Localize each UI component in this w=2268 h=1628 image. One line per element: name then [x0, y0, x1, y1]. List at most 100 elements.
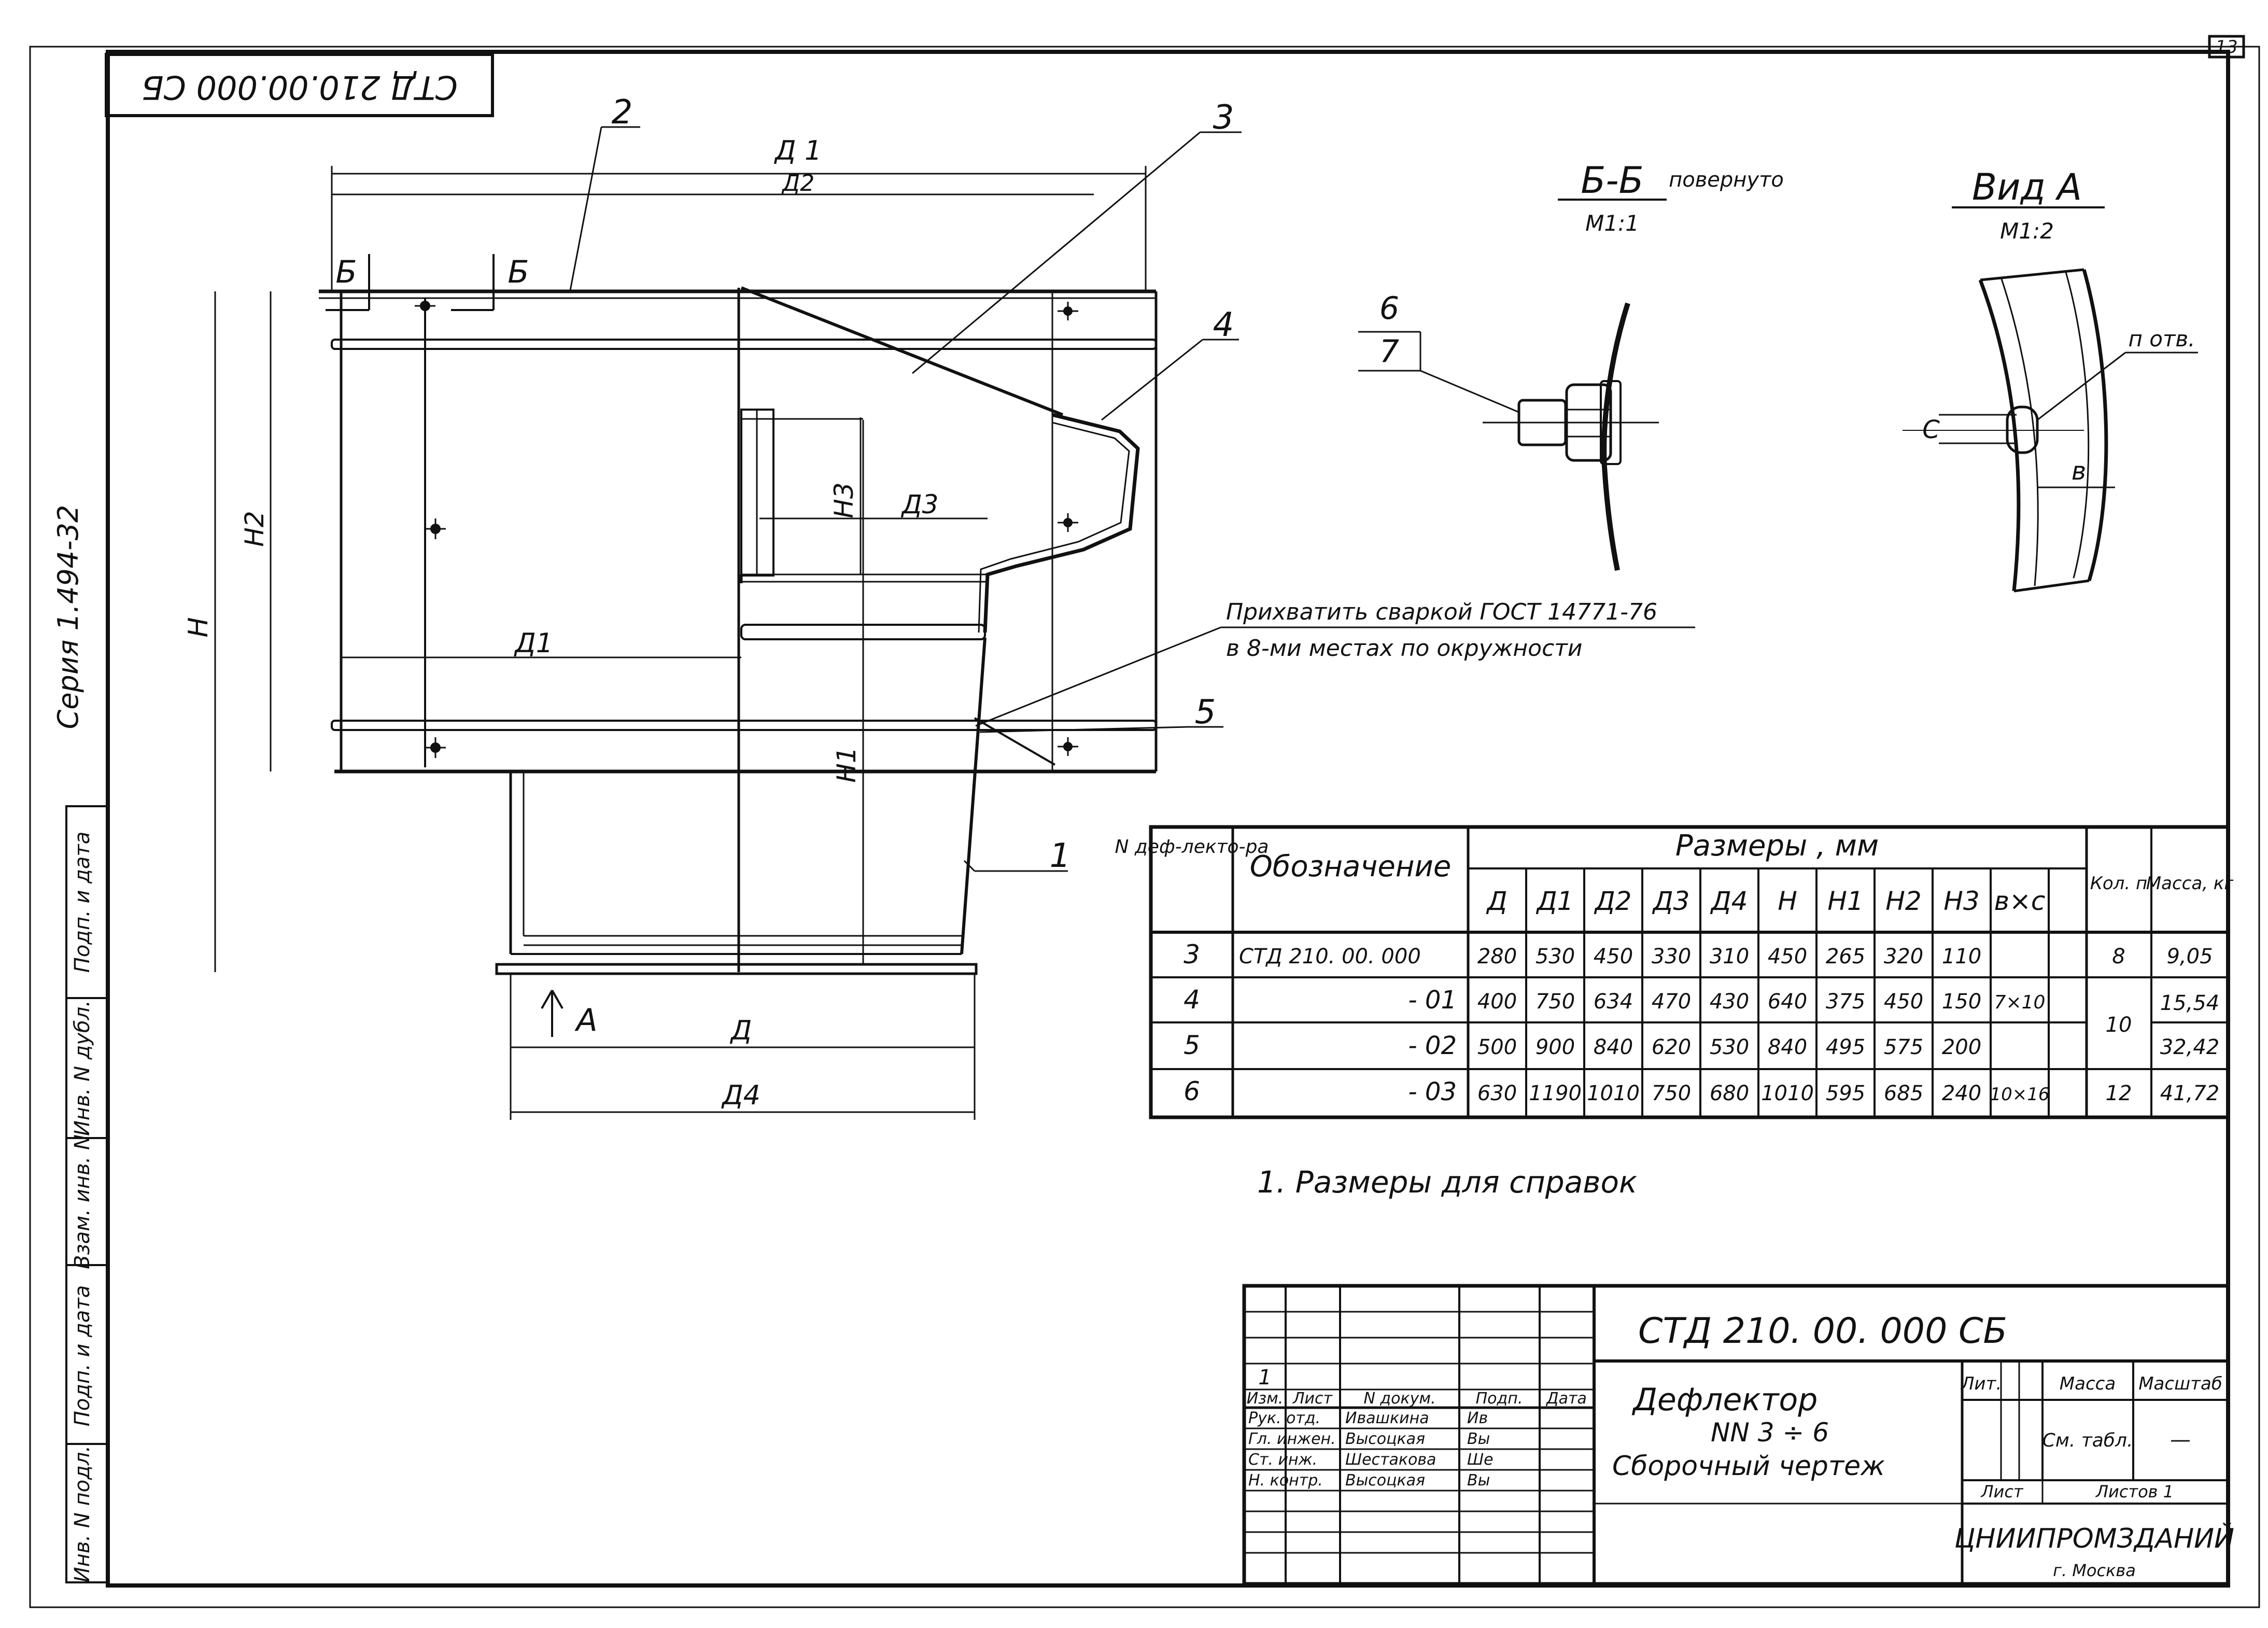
title-name-line1: Дефлектор — [1631, 1382, 1818, 1418]
dim-label-h3: Н3 — [829, 482, 859, 518]
table-subheader: в×с — [1994, 886, 2046, 916]
table-cell-designation: - 03 — [1408, 1077, 1457, 1106]
table-cell: 750 — [1652, 1082, 1691, 1105]
table-subheader: Д1 — [1536, 886, 1574, 916]
series-label: Серия 1.494-32 — [52, 505, 84, 729]
section-mark-b-left: Б — [335, 254, 357, 290]
reference-note: 1. Размеры для справок — [1257, 1164, 1637, 1200]
staff-role: Гл. инжен. — [1248, 1430, 1336, 1448]
title-mass-value: См. табл. — [2042, 1430, 2133, 1451]
section-mark-b-right: Б — [508, 254, 529, 290]
table-cell-n: 3 — [1184, 939, 1200, 970]
table-cell: 110 — [1942, 945, 1981, 969]
title-rev-number: 1 — [1258, 1366, 1271, 1390]
strip-field-inv-dubl: Инв. N дубл. — [71, 1000, 94, 1136]
view-a-hole-label: п отв. — [2128, 326, 2195, 352]
table-cell-designation: СТД 210. 00. 000 — [1239, 945, 1421, 969]
table-cell: 595 — [1826, 1082, 1865, 1105]
table-cell: 530 — [1710, 1035, 1749, 1059]
table-cell: 530 — [1536, 945, 1575, 969]
staff-role: Н. контр. — [1248, 1471, 1323, 1490]
table-cell: 450 — [1594, 945, 1633, 969]
table-cell: 1010 — [1761, 1082, 1814, 1105]
centre-dots — [420, 301, 1073, 753]
table-cell-n: 4 — [1184, 985, 1200, 1015]
deflector-main-view — [319, 286, 1158, 975]
rotated-code-box — [105, 53, 494, 117]
table-col-count: Кол. п — [2090, 873, 2148, 894]
table-cell: 240 — [1942, 1082, 1981, 1105]
table-cell-designation: - 01 — [1408, 986, 1457, 1015]
view-mark-a: А — [574, 1002, 597, 1038]
title-header-cell: Дата — [1545, 1390, 1587, 1408]
strip-field-vzam-inv: Взам. инв. N — [71, 1134, 94, 1269]
title-header-cell: N докум. — [1363, 1390, 1435, 1408]
table-subheader: Д2 — [1594, 886, 1632, 916]
view-a-scale: М1:2 — [2000, 218, 2054, 244]
position-label-2: 2 — [612, 93, 633, 132]
staff-signature: Ив — [1467, 1409, 1488, 1427]
section-bb-scale: М1:1 — [1585, 210, 1639, 236]
title-name-line3: Сборочный чертеж — [1612, 1451, 1885, 1482]
position-label-1: 1 — [1050, 837, 1071, 875]
dimension-lines — [214, 166, 1147, 1120]
table-cell: 450 — [1884, 990, 1923, 1014]
section-bb — [1358, 199, 1667, 571]
table-cell: 680 — [1710, 1082, 1749, 1105]
dim-label-d2-top: Д2 — [781, 170, 814, 197]
section-mark-lines — [326, 254, 564, 1037]
table-cell: 620 — [1652, 1035, 1691, 1059]
table-cell: 750 — [1536, 990, 1575, 1014]
table-cell: 840 — [1768, 1035, 1807, 1059]
table-subheader: Н — [1778, 886, 1797, 916]
title-name-line2: NN 3 ÷ 6 — [1711, 1418, 1829, 1448]
table-cell: 900 — [1536, 1035, 1575, 1059]
table-cell: 575 — [1884, 1035, 1923, 1059]
table-cell: 430 — [1710, 990, 1749, 1014]
table-cell: 685 — [1884, 1082, 1923, 1105]
title-mass-header: Масса — [2060, 1373, 2116, 1394]
title-scale-value: — — [2170, 1428, 2191, 1452]
table-row: 6 - 03 630 1190 1010 750 680 1010 595 68… — [1184, 1076, 2219, 1106]
table-cell: 634 — [1594, 990, 1633, 1014]
left-strip — [65, 805, 109, 1583]
weld-note-line1: Прихватить сваркой ГОСТ 14771-76 — [1226, 599, 1657, 625]
table-col-designation: Обозначение — [1250, 850, 1452, 883]
title-staff: Рук. отд. Ивашкина Ив Гл. инжен. Высоцка… — [1248, 1409, 1494, 1490]
dim-label-d3: Д3 — [901, 489, 939, 520]
table-cell-bxc: 10×16 — [1990, 1084, 2049, 1105]
dim-label-d1-top: Д 1 — [774, 135, 822, 166]
table-row: 4 - 01 400 750 634 470 430 640 375 450 1… — [1184, 985, 2219, 1015]
dim-label-d: Д — [730, 1015, 752, 1046]
title-scale-header: Масштаб — [2138, 1373, 2222, 1394]
section-bb-title: Б-Б — [1581, 159, 1643, 202]
dim-label-h2: Н2 — [240, 511, 270, 546]
title-city: г. Москва — [2053, 1561, 2136, 1580]
section-bb-pos-6: 6 — [1379, 290, 1399, 327]
view-a — [1903, 206, 2198, 593]
table-cell-n: 5 — [1184, 1030, 1200, 1060]
view-a-label-b: в — [2072, 457, 2086, 486]
title-header-row: Изм. Лист N докум. Подп. Дата — [1247, 1390, 1587, 1408]
leader-lines — [569, 126, 1695, 872]
table-cell-count: 12 — [2106, 1082, 2132, 1105]
dim-label-h1: Н1 — [832, 747, 862, 782]
title-header-cell: Лист — [1292, 1390, 1333, 1408]
staff-name: Ивашкина — [1345, 1409, 1429, 1427]
table-subheader: Н2 — [1885, 886, 1921, 916]
table-cell-count: 8 — [2112, 945, 2125, 969]
table-cell-mass: 41,72 — [2160, 1082, 2220, 1105]
table-cell: 400 — [1477, 990, 1517, 1014]
table-cell: 500 — [1477, 1035, 1517, 1059]
table-subheader: Д3 — [1652, 886, 1690, 916]
strip-field-sign-date-2: Подп. и дата — [71, 832, 94, 973]
table-cell: 320 — [1884, 945, 1923, 969]
table-cell-count-merged: 10 — [2106, 1013, 2132, 1037]
table-cell-designation: - 02 — [1408, 1031, 1457, 1060]
strip-field-inv-podl: Инв. N подл. — [71, 1445, 94, 1582]
staff-name: Шестакова — [1345, 1451, 1436, 1469]
table-cell: 450 — [1768, 945, 1807, 969]
table-cell: 470 — [1652, 990, 1691, 1014]
